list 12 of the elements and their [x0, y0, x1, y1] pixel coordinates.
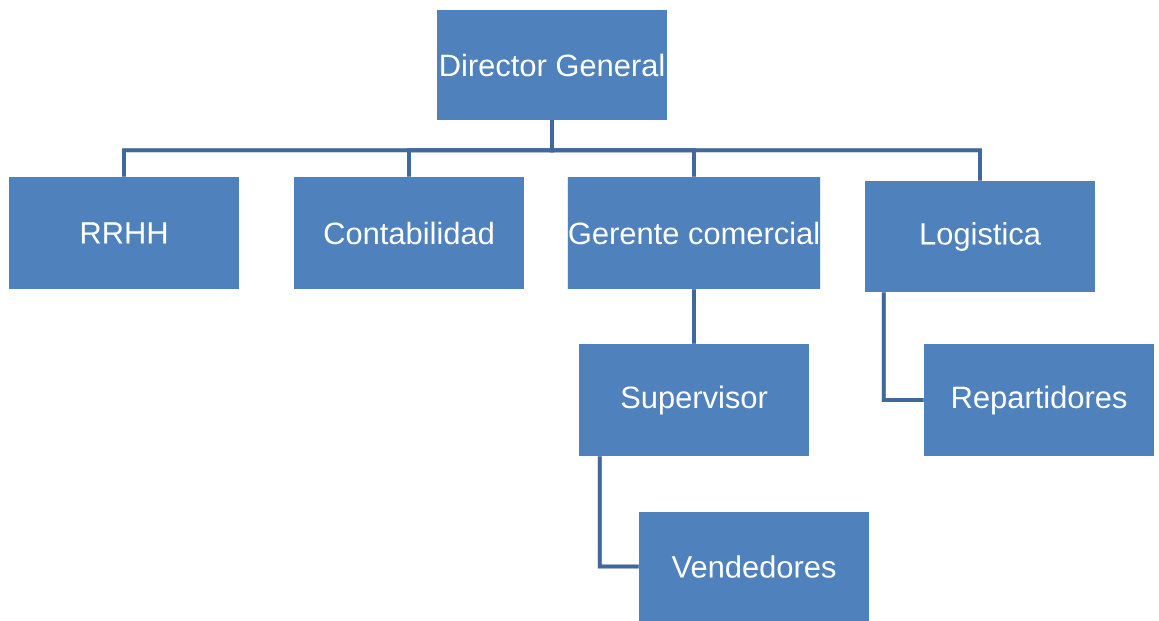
connector-line: [881, 292, 924, 402]
connector-line: [597, 456, 639, 569]
org-box: Contabilidad: [294, 177, 524, 289]
org-box: Gerente comercial: [567, 177, 821, 289]
connector-line: [550, 120, 982, 181]
org-box: Supervisor: [579, 344, 809, 456]
connector-line: [692, 289, 696, 344]
org-box: Director General: [437, 10, 667, 120]
org-box: Vendedores: [639, 512, 869, 621]
org-box: Logistica: [865, 181, 1095, 292]
org-box: Repartidores: [924, 344, 1154, 456]
org-box: RRHH: [9, 177, 239, 289]
